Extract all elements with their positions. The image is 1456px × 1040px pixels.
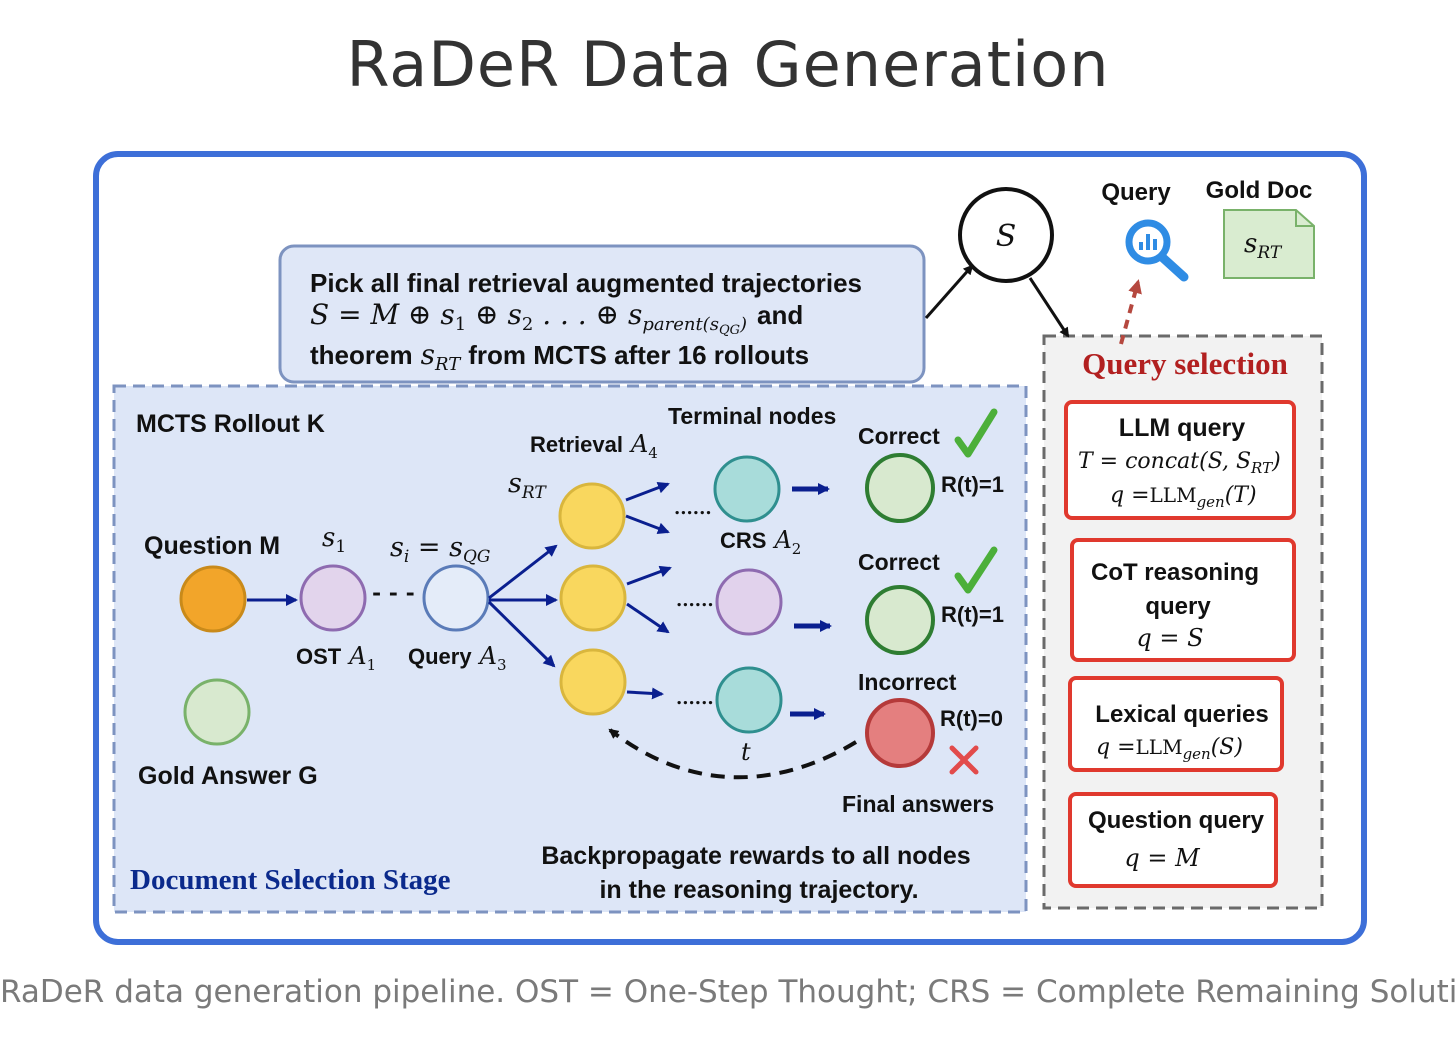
pick-box-line1: Pick all final retrieval augmented traje… xyxy=(310,268,862,298)
cross-icon xyxy=(949,745,979,775)
arrow-query-to-r1 xyxy=(488,544,558,600)
s1-label: s1 xyxy=(322,523,346,557)
si-label: si = sQG xyxy=(390,532,490,567)
check-icon xyxy=(954,408,998,458)
gold-doc-label: Gold Doc xyxy=(1206,177,1313,204)
ost-node xyxy=(299,564,367,632)
lexical-query-box xyxy=(1068,676,1284,772)
pick-trajectories-box xyxy=(278,244,926,384)
cot-query-title2: query xyxy=(1145,593,1211,620)
retrieval-node-3 xyxy=(559,648,627,716)
query-icon-label: Query xyxy=(1101,179,1171,206)
llm-query-formula1: T = concat(S, SRT) xyxy=(1078,449,1281,477)
ost-dash: - - - xyxy=(372,580,415,606)
llm-query-formula2: q =LLMgen(T) xyxy=(1110,483,1257,511)
mcts-rollout-label: MCTS Rollout K xyxy=(136,410,325,438)
lexical-query-title: Lexical queries xyxy=(1095,701,1268,728)
document-selection-stage-label: Document Selection Stage xyxy=(130,864,451,896)
incorrect-label: Incorrect xyxy=(858,669,957,695)
page-title: RaDeR Data Generation xyxy=(346,28,1110,101)
cot-query-box xyxy=(1070,538,1296,662)
retrieval-node-1 xyxy=(558,482,626,550)
cot-query-title1: CoT reasoning xyxy=(1091,559,1259,586)
correct-node-1 xyxy=(865,453,935,523)
gold-doc-var: sRT xyxy=(1244,229,1283,263)
search-chart-icon xyxy=(1125,219,1189,282)
dots-3: ...... xyxy=(676,688,714,709)
srt-label: sRT xyxy=(508,468,547,503)
reward-1: R(t)=1 xyxy=(941,472,1004,497)
t-node xyxy=(715,666,783,734)
check-icon xyxy=(954,546,998,594)
arrow-s-to-query-selection xyxy=(1028,277,1070,338)
correct-label-1: Correct xyxy=(858,423,940,449)
gold-answer-node xyxy=(183,678,251,746)
question-node xyxy=(179,565,247,633)
pick-box-line2: S = M ⊕ s1 ⊕ s2 . . . ⊕ sparent(sQG)and xyxy=(310,298,803,338)
incorrect-node xyxy=(865,698,935,768)
arrow-pick-to-s xyxy=(924,264,974,319)
s-node-label: S xyxy=(996,219,1017,254)
arrow-query-to-r3 xyxy=(487,600,556,668)
correct-node-2 xyxy=(865,585,935,655)
s-node xyxy=(958,187,1054,283)
arrow-r2-up xyxy=(626,565,672,586)
question-m-label: Question M xyxy=(144,532,280,560)
gold-answer-label: Gold Answer G xyxy=(138,762,318,790)
reward-2: R(t)=1 xyxy=(941,602,1004,627)
figure-caption: RaDeR data generation pipeline. OST = On… xyxy=(0,974,1456,1010)
question-query-title: Question query xyxy=(1088,807,1265,834)
backprop-text-2: in the reasoning trajectory. xyxy=(599,876,918,904)
query-node xyxy=(422,564,490,632)
arrow-r2-down xyxy=(626,602,670,634)
correct-label-2: Correct xyxy=(858,549,940,575)
dots-2: ...... xyxy=(676,590,714,611)
reward-0: R(t)=0 xyxy=(940,706,1003,731)
query-selection-title: Query selection xyxy=(1082,346,1288,381)
dots-1: ...... xyxy=(674,498,712,519)
question-query-box xyxy=(1068,792,1278,888)
arrow-r1-down xyxy=(625,514,670,535)
arrow-r1-up xyxy=(625,481,670,502)
gold-doc-icon xyxy=(1223,209,1315,279)
t-label: t xyxy=(741,738,751,766)
lexical-query-formula: q =LLMgen(S) xyxy=(1096,735,1243,763)
llm-query-box xyxy=(1064,400,1296,520)
lilac-node xyxy=(715,568,783,636)
cot-query-formula: q = S xyxy=(1136,624,1203,652)
terminal-nodes-label: Terminal nodes xyxy=(668,403,836,429)
question-query-formula: q = M xyxy=(1124,844,1201,872)
crs-node xyxy=(713,455,781,523)
retrieval-node-2 xyxy=(559,564,627,632)
arrow-r3 xyxy=(626,687,664,700)
backprop-arrow xyxy=(608,728,858,780)
final-answers-label: Final answers xyxy=(842,791,994,817)
backprop-text-1: Backpropagate rewards to all nodes xyxy=(541,842,970,870)
arrow-dashed-query-up xyxy=(1119,279,1142,345)
llm-query-title: LLM query xyxy=(1119,414,1245,442)
